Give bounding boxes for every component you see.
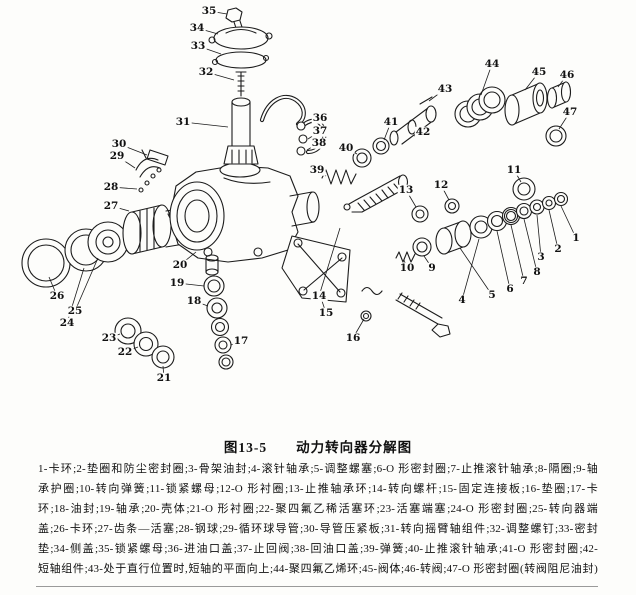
callout-number: 15 xyxy=(317,306,335,319)
callout-number: 44 xyxy=(483,57,501,70)
legend-line: 环;18-油封;19-轴承;20-壳体;21-O 形衬圈;22-聚四氟乙稀活塞环… xyxy=(38,503,598,515)
callout-number: 27 xyxy=(102,199,120,212)
legend-line: 1-卡环;2-垫圈和防尘密封圈;3-骨架油封;4-滚针轴承;5-调整螺塞;6-O… xyxy=(38,463,598,475)
callout-number: 46 xyxy=(558,68,576,81)
side-cover-assembly-drawing xyxy=(208,7,273,165)
callout-number: 40 xyxy=(337,141,355,154)
callout-number: 13 xyxy=(397,183,415,196)
adjuster-train-drawing xyxy=(395,177,569,263)
callout-number: 39 xyxy=(308,163,326,176)
callout-number: 32 xyxy=(197,65,215,78)
sector-seal-stack-drawing xyxy=(203,254,234,370)
callout-number: 17 xyxy=(232,334,250,347)
callout-number: 37 xyxy=(311,124,329,137)
callout-number: 35 xyxy=(200,4,218,17)
callout-number: 47 xyxy=(561,105,579,118)
callout-number: 19 xyxy=(168,276,186,289)
callout-number: 31 xyxy=(174,115,192,128)
page-bottom-rule xyxy=(36,586,598,587)
callout-number: 12 xyxy=(432,178,450,191)
callout-number: 25 xyxy=(66,304,84,317)
callout-number: 28 xyxy=(102,180,120,193)
callout-number: 41 xyxy=(382,115,400,128)
callout-number: 24 xyxy=(58,316,76,329)
callout-number: 21 xyxy=(155,371,173,384)
legend-line: 盖;26-卡环;27-齿条—活塞;28-钢球;29-循环球导管;30-导管压紧板… xyxy=(38,523,598,535)
callout-number: 4 xyxy=(457,293,467,306)
callout-number: 33 xyxy=(189,39,207,52)
callout-number: 30 xyxy=(110,137,128,150)
callout-number: 7 xyxy=(519,274,529,287)
callout-number: 43 xyxy=(436,82,454,95)
bolt-drawing xyxy=(360,286,451,338)
callout-number: 6 xyxy=(505,282,515,295)
callout-number: 14 xyxy=(310,289,328,302)
piston-seal-rings-drawing xyxy=(114,317,175,369)
callout-number: 10 xyxy=(398,261,416,274)
callout-number: 9 xyxy=(427,261,437,274)
callout-number: 3 xyxy=(536,250,546,263)
callout-number: 1 xyxy=(571,231,581,244)
callout-number: 36 xyxy=(311,111,329,124)
callout-number: 16 xyxy=(344,331,362,344)
figure-caption: 图13-5 动力转向器分解图 xyxy=(223,440,413,455)
callout-number: 42 xyxy=(414,125,432,138)
callout-number: 2 xyxy=(553,242,563,255)
callout-number: 45 xyxy=(530,65,548,78)
callout-number: 38 xyxy=(310,136,328,149)
callout-number: 20 xyxy=(171,258,189,271)
legend-line: 短轴组件;43-处于直行位置时,短轴的平面向上;44-聚四氟乙烯环;45-阀体;… xyxy=(38,563,598,575)
callout-number: 34 xyxy=(188,21,206,34)
callout-number: 11 xyxy=(505,163,523,176)
callout-number: 29 xyxy=(108,149,126,162)
callout-number: 8 xyxy=(532,265,542,278)
callout-number: 5 xyxy=(487,288,497,301)
legend-line: 承护圈;10-转向弹簧;11-锁紧螺母;12-O 形衬圈;13-止推轴承环;14… xyxy=(38,483,598,495)
callout-number: 22 xyxy=(116,345,134,358)
legend-line: 垫;34-侧盖;35-锁紧螺母;36-进油口盖;37-止回阀;38-回油口盖;3… xyxy=(38,543,598,555)
parts-legend: 1-卡环;2-垫圈和防尘密封圈;3-骨架油封;4-滚针轴承;5-调整螺塞;6-O… xyxy=(38,459,598,579)
callout-number: 23 xyxy=(100,331,118,344)
callout-number: 18 xyxy=(185,294,203,307)
housing-drawing xyxy=(169,162,320,263)
callout-number: 26 xyxy=(48,289,66,302)
exploded-view-drawing xyxy=(21,7,572,370)
